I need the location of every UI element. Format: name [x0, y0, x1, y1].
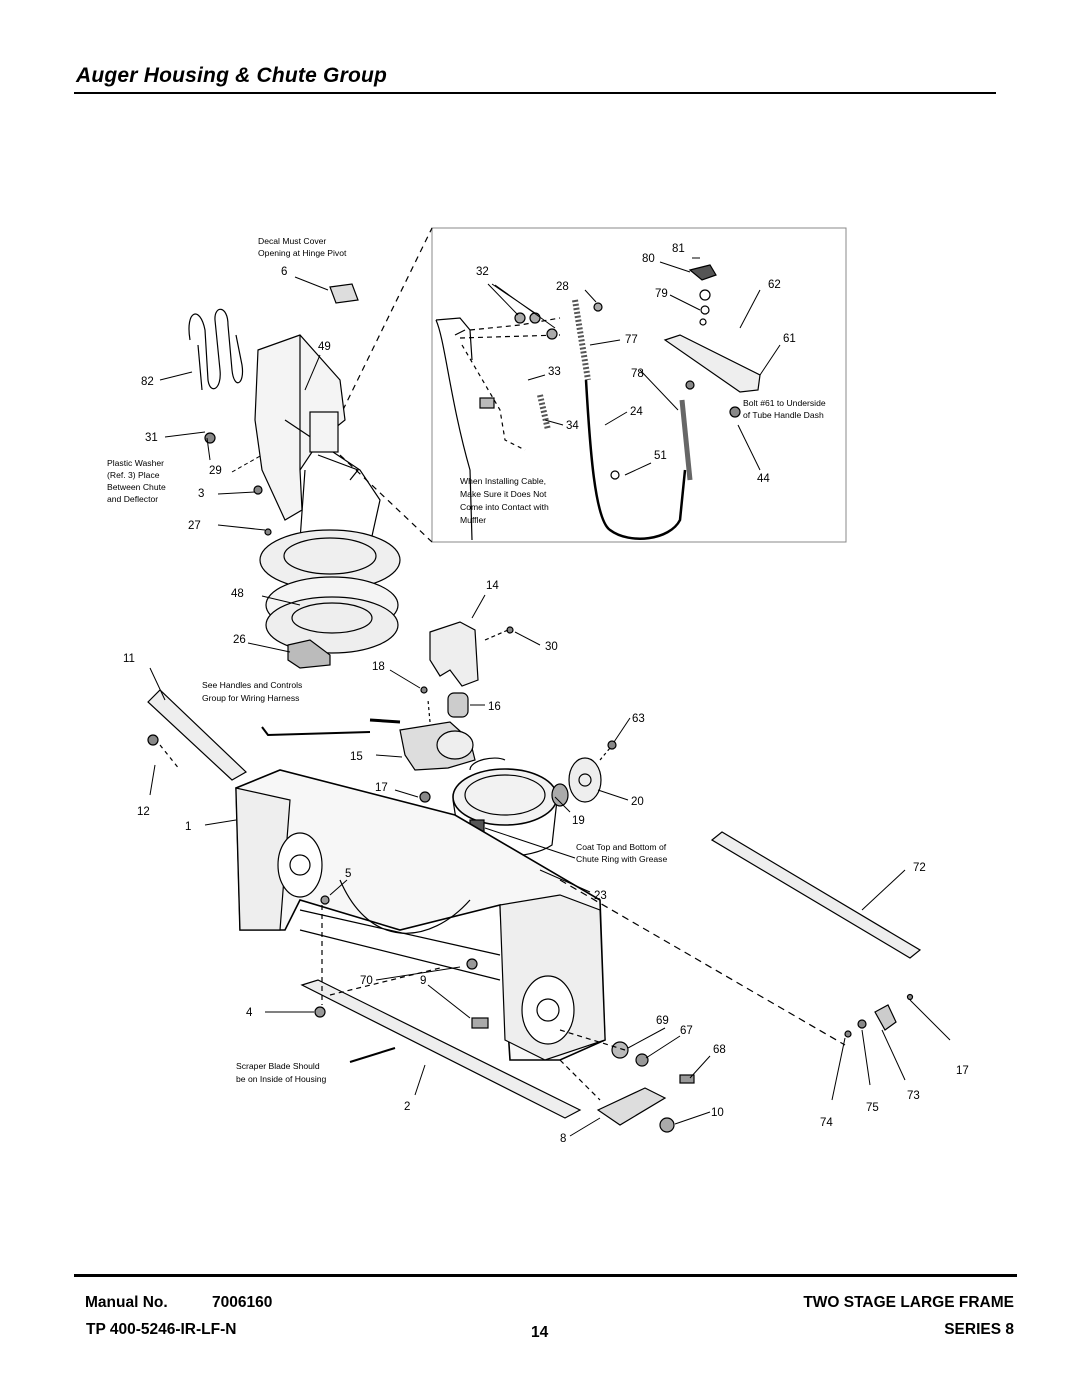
auger-housing: [235, 769, 606, 1061]
callout-2: 2: [404, 1101, 410, 1113]
callout-72: 72: [913, 862, 926, 874]
callout-9: 9: [420, 975, 426, 987]
callout-82: 82: [141, 376, 154, 388]
callout-34: 34: [566, 420, 579, 432]
callout-77: 77: [625, 334, 638, 346]
callout-70: 70: [360, 975, 373, 987]
leader-lines: [149, 257, 951, 1137]
callout-3: 3: [198, 488, 204, 500]
callout-29: 29: [209, 465, 222, 477]
callout-79: 79: [655, 288, 668, 300]
callout-16: 16: [488, 701, 501, 713]
callout-10: 10: [711, 1107, 724, 1119]
auger-shaft: [710, 831, 922, 959]
note-washer-1: Plastic Washer: [107, 458, 164, 468]
manual-label: Manual No.: [85, 1294, 168, 1311]
note-harness-1: See Handles and Controls: [202, 680, 302, 690]
note-decal-1: Decal Must Cover: [258, 236, 326, 246]
decal-part: [329, 283, 359, 304]
callout-8: 8: [560, 1133, 566, 1145]
callout-4: 4: [246, 1007, 253, 1019]
note-cable-4: Muffler: [460, 515, 486, 525]
callout-20: 20: [631, 796, 644, 808]
note-scraper-1: Scraper Blade Should: [236, 1061, 320, 1071]
page-number: 14: [531, 1324, 549, 1341]
callout-49: 49: [318, 341, 331, 353]
callout-63: 63: [632, 713, 645, 725]
discharge-chute: [254, 334, 401, 654]
callout-28: 28: [556, 281, 569, 293]
callout-80: 80: [642, 253, 655, 265]
callout-11: 11: [123, 653, 135, 665]
callout-12: 12: [137, 806, 150, 818]
skid-shoe: [596, 1087, 667, 1126]
note-bolt-1: Bolt #61 to Underside: [743, 398, 826, 408]
callout-27: 27: [188, 520, 201, 532]
frame-title: TWO STAGE LARGE FRAME: [803, 1294, 1014, 1311]
callout-44: 44: [757, 473, 770, 485]
note-washer-4: and Deflector: [107, 494, 158, 504]
title-rule: [74, 92, 996, 94]
callout-73: 73: [907, 1090, 920, 1102]
inset-parts: [435, 264, 761, 541]
callout-48: 48: [231, 588, 244, 600]
callout-62: 62: [768, 279, 781, 291]
note-scraper-2: be on Inside of Housing: [236, 1074, 327, 1084]
callout-31: 31: [145, 432, 158, 444]
callout-78: 78: [631, 368, 644, 380]
callout-74: 74: [820, 1117, 833, 1129]
note-cable-1: When Installing Cable,: [460, 476, 546, 486]
callout-15: 15: [350, 751, 363, 763]
callout-24: 24: [630, 406, 643, 418]
callout-51: 51: [654, 450, 667, 462]
callout-17b: 17: [956, 1065, 969, 1077]
note-cable-2: Make Sure it Does Not: [460, 489, 547, 499]
note-harness-2: Group for Wiring Harness: [202, 693, 299, 703]
callout-17a: 17: [375, 782, 388, 794]
callout-14: 14: [486, 580, 499, 592]
deflector-handle: [147, 689, 247, 781]
manual-number: 7006160: [212, 1294, 273, 1311]
callout-30: 30: [545, 641, 558, 653]
page-title: Auger Housing & Chute Group: [76, 64, 388, 87]
inset-frame: [431, 227, 847, 543]
callout-67: 67: [680, 1025, 693, 1037]
callout-61: 61: [783, 333, 796, 345]
note-grease-2: Chute Ring with Grease: [576, 854, 667, 864]
callout-23: 23: [594, 890, 607, 902]
callout-18: 18: [372, 661, 385, 673]
note-decal-2: Opening at Hinge Pivot: [258, 248, 347, 258]
callout-81: 81: [672, 243, 685, 255]
scraper-blade: [300, 979, 582, 1119]
callout-5: 5: [345, 868, 351, 880]
callout-68: 68: [713, 1044, 726, 1056]
diagram-notes: Decal Must Cover Opening at Hinge Pivot …: [107, 236, 826, 1084]
note-cable-3: Come into Contact with: [460, 502, 549, 512]
note-washer-2: (Ref. 3) Place: [107, 470, 160, 480]
spring-part: [188, 308, 244, 390]
footer-rule: [74, 1274, 1017, 1277]
note-washer-3: Between Chute: [107, 482, 166, 492]
tp-number: TP 400-5246-IR-LF-N: [86, 1321, 237, 1338]
callout-69: 69: [656, 1015, 669, 1027]
callout-26: 26: [233, 634, 246, 646]
callout-33: 33: [548, 366, 561, 378]
callout-numbers: 6 49 82 31 29 3 27 48 26 11 32 28 80 81 …: [123, 243, 969, 1145]
callout-6: 6: [281, 266, 287, 278]
callout-19: 19: [572, 815, 585, 827]
series-label: SERIES 8: [944, 1321, 1014, 1338]
callout-1: 1: [185, 821, 191, 833]
note-grease-1: Coat Top and Bottom of: [576, 842, 667, 852]
callout-75: 75: [866, 1102, 879, 1114]
note-bolt-2: of Tube Handle Dash: [743, 410, 824, 420]
callout-32: 32: [476, 266, 489, 278]
